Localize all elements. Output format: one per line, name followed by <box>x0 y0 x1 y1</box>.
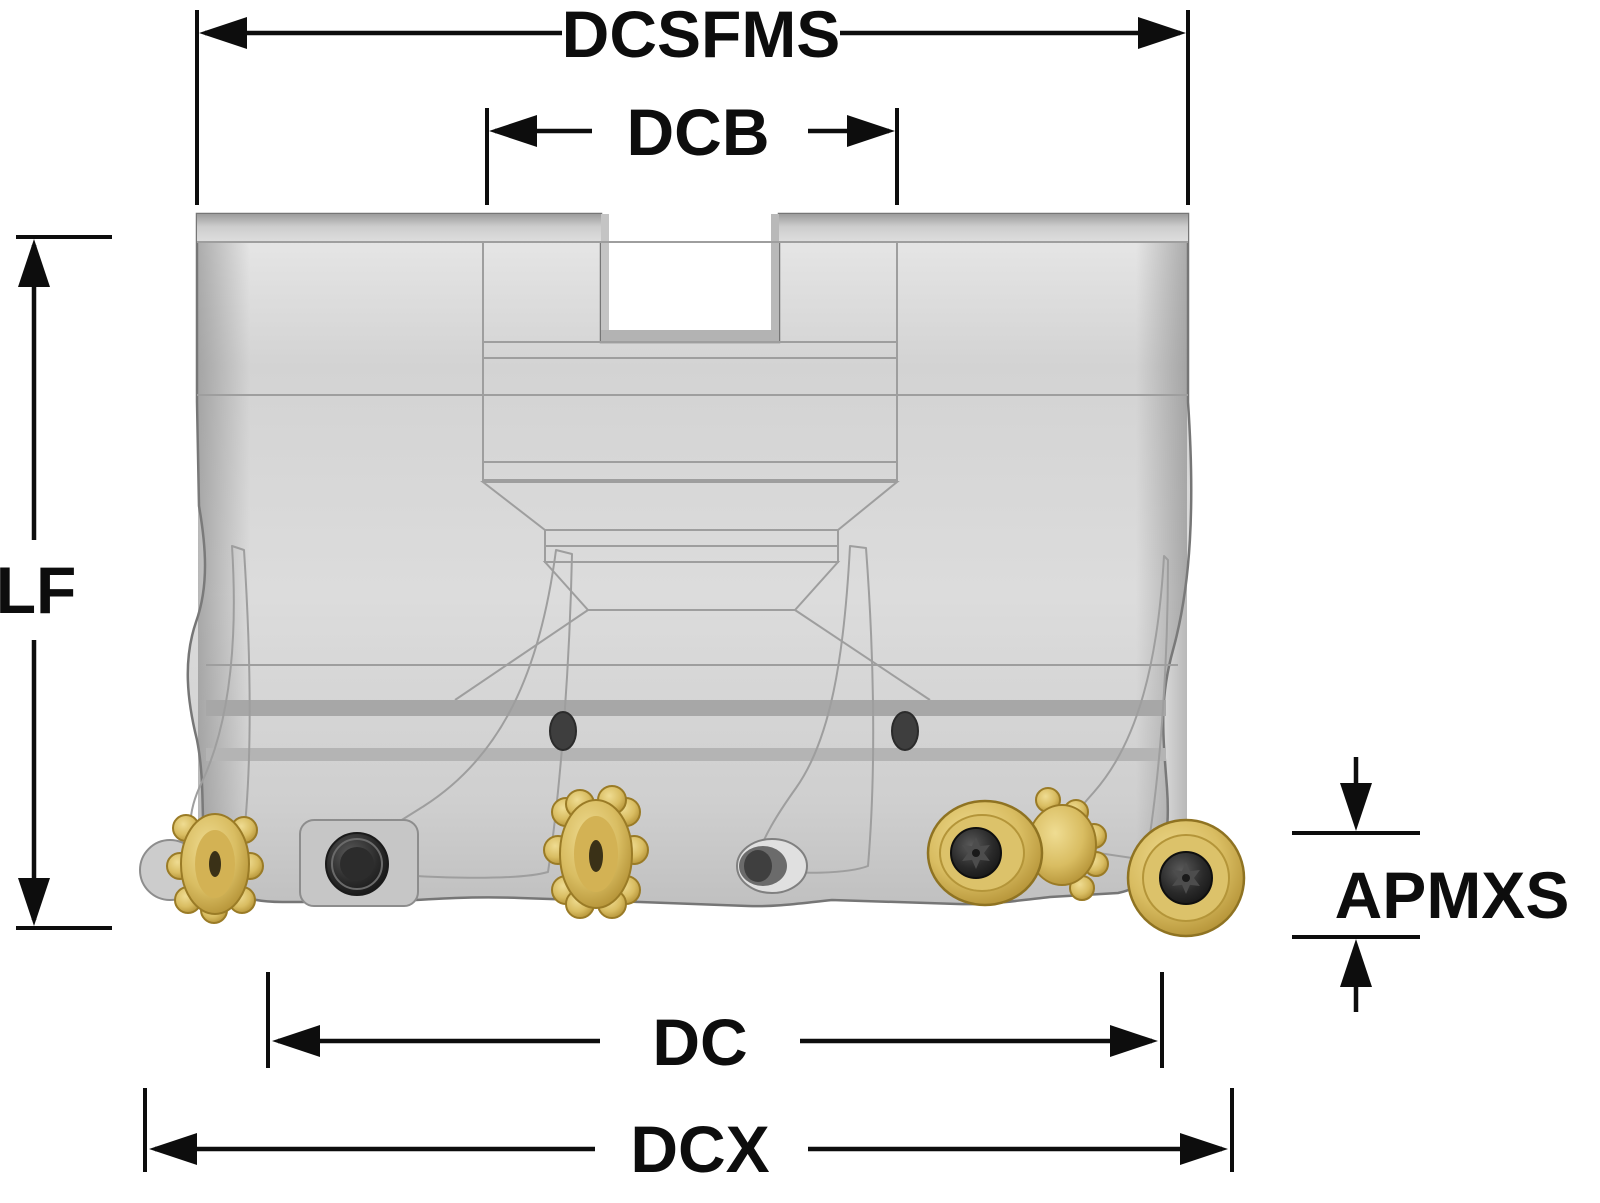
serrated-washer <box>1027 787 1109 901</box>
dim-dc: DC <box>266 972 1164 1079</box>
insert-center-left <box>543 785 649 919</box>
insert-far-right <box>1126 818 1246 938</box>
inserts <box>166 785 1246 938</box>
arrowhead-right <box>1138 17 1186 49</box>
dim-label-dcb: DCB <box>627 95 770 169</box>
dim-lf: LF <box>0 235 112 930</box>
arrowhead-right <box>1110 1025 1158 1057</box>
notch-floor <box>601 330 779 342</box>
insert-center-right <box>926 799 1044 907</box>
hub-neck <box>454 481 931 701</box>
body-shading <box>198 242 1187 878</box>
dim-apmxs: APMXS <box>1292 757 1569 1012</box>
coolant-holes <box>549 711 919 751</box>
arrowhead-left <box>149 1133 197 1165</box>
dim-label-dcsfms: DCSFMS <box>562 0 841 71</box>
dim-label-dc: DC <box>652 1005 747 1079</box>
top-chamfer <box>197 214 1188 342</box>
arrowhead-down <box>1340 783 1372 831</box>
notch-wall-left <box>601 214 609 342</box>
bottom-grooves <box>206 700 1166 761</box>
arrowhead-up <box>18 239 50 287</box>
angled-bore <box>736 838 808 894</box>
arrowhead-right <box>847 115 895 147</box>
arrowhead-down <box>18 878 50 926</box>
arrowhead-up <box>1340 939 1372 987</box>
dim-dcb: DCB <box>485 95 899 205</box>
clamp-screw-pocket <box>299 819 419 907</box>
dim-label-lf: LF <box>0 553 76 627</box>
arrowhead-left <box>199 17 247 49</box>
dim-dcx: DCX <box>143 1088 1234 1186</box>
dim-dcsfms: DCSFMS <box>195 0 1190 205</box>
insert-far-left <box>166 813 264 924</box>
milling-cutter <box>139 212 1193 908</box>
arrowhead-left <box>489 115 537 147</box>
arrowhead-right <box>1180 1133 1228 1165</box>
dim-label-apmxs: APMXS <box>1335 858 1570 932</box>
arrowhead-left <box>272 1025 320 1057</box>
body-detail-lines <box>197 241 1188 666</box>
notch-wall-right <box>771 214 779 342</box>
dim-label-dcx: DCX <box>630 1112 769 1186</box>
